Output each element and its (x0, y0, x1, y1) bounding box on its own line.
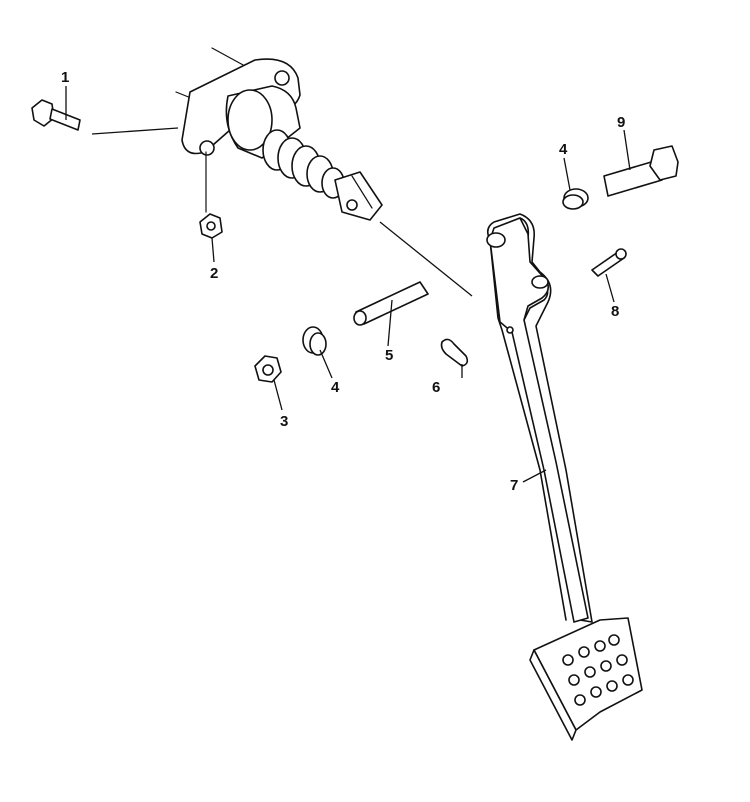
pedal-arm-7 (486, 213, 643, 741)
callout-3: 3 (280, 413, 288, 430)
callout-7: 7 (510, 477, 518, 494)
bolt-9 (603, 145, 679, 197)
callout-6: 6 (432, 379, 440, 396)
callout-labels: 1 2 3 4 4 5 6 7 8 9 (61, 69, 625, 494)
pedal-pad-holes (562, 634, 634, 706)
hex-nut-2 (199, 151, 223, 239)
callout-5: 5 (385, 347, 393, 364)
callout-8: 8 (611, 303, 619, 320)
bushing-4-left (302, 326, 327, 356)
hex-nut-3 (254, 355, 282, 383)
callout-leaders (65, 86, 631, 483)
bushing-4-right (562, 188, 589, 210)
master-cylinder (175, 47, 473, 297)
pin-8 (591, 248, 627, 277)
callout-4-left: 4 (331, 379, 340, 396)
hex-bolt-1 (31, 99, 179, 135)
callout-1: 1 (61, 69, 69, 86)
callout-2: 2 (210, 265, 218, 282)
clip-6 (440, 338, 469, 367)
callout-4-right: 4 (559, 141, 568, 158)
callout-9: 9 (617, 114, 625, 131)
